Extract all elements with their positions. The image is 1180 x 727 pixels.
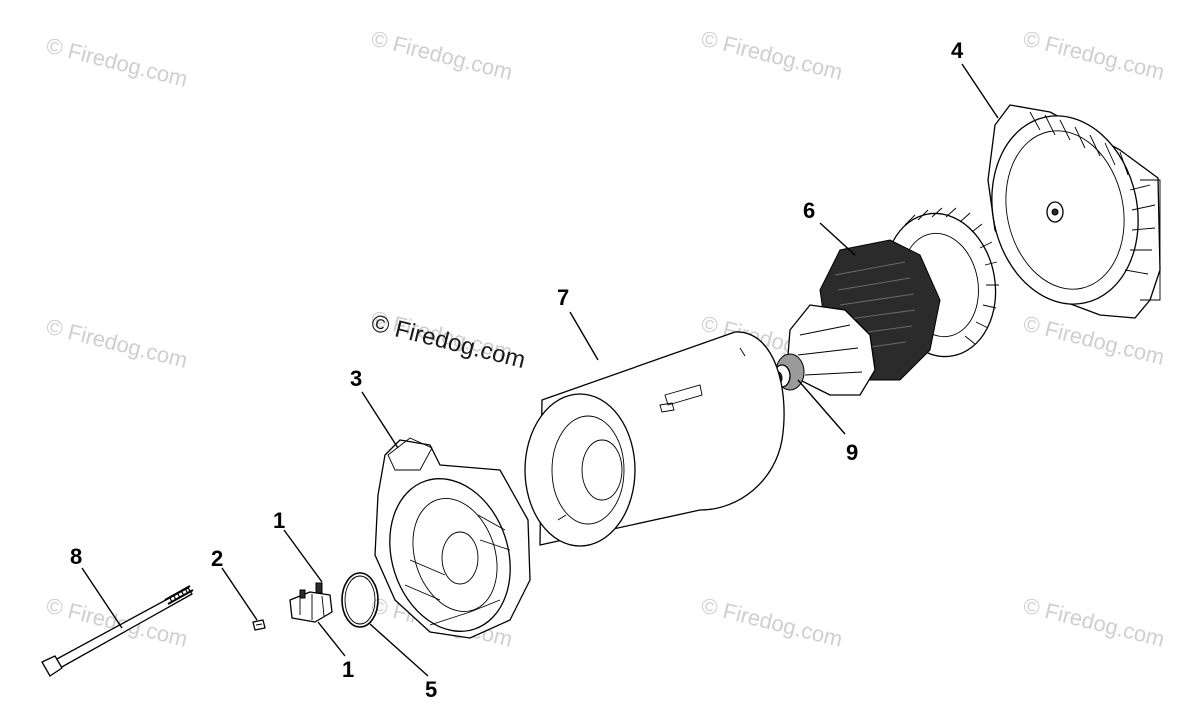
leader-6 bbox=[819, 222, 856, 256]
part-7-stator bbox=[524, 331, 785, 547]
leader-9 bbox=[797, 379, 846, 435]
leader-8 bbox=[81, 567, 123, 629]
callout-2: 2 bbox=[211, 546, 223, 571]
watermark: © Firedog.com bbox=[699, 26, 845, 85]
callout-3: 3 bbox=[350, 366, 362, 391]
part-4-engine-adapter-housing bbox=[987, 104, 1161, 319]
leader-1b bbox=[317, 621, 346, 657]
watermark: © Firedog.com bbox=[44, 314, 190, 373]
callout-8: 8 bbox=[70, 544, 82, 569]
part-2-screw bbox=[252, 619, 266, 631]
leader-lines bbox=[81, 63, 999, 677]
part-6-rotor-assembly bbox=[773, 207, 999, 396]
watermark: © Firedog.com bbox=[44, 33, 190, 92]
leader-1a bbox=[283, 529, 323, 583]
part-8-through-bolt bbox=[41, 585, 194, 677]
callout-5: 5 bbox=[425, 677, 437, 702]
callout-4: 4 bbox=[951, 38, 964, 63]
leader-7 bbox=[569, 311, 599, 361]
leader-3 bbox=[361, 391, 399, 449]
callout-1-upper: 1 bbox=[273, 508, 285, 533]
watermark: © Firedog.com bbox=[1021, 311, 1167, 370]
leader-5 bbox=[369, 623, 429, 677]
leader-2 bbox=[221, 567, 258, 621]
watermark: © Firedog.com bbox=[1021, 26, 1167, 85]
callout-7: 7 bbox=[557, 285, 569, 310]
callout-6: 6 bbox=[803, 198, 815, 223]
watermark: © Firedog.com bbox=[1021, 593, 1167, 652]
callout-1-lower: 1 bbox=[342, 657, 354, 682]
leader-4 bbox=[961, 63, 999, 119]
callout-labels: 4 6 7 3 9 1 8 2 1 5 bbox=[70, 38, 964, 702]
center-watermark: © Firedog.com bbox=[369, 310, 529, 374]
callout-9: 9 bbox=[846, 440, 858, 465]
watermark: © Firedog.com bbox=[699, 593, 845, 652]
watermark: © Firedog.com bbox=[369, 26, 515, 85]
part-3-end-bell-housing bbox=[374, 437, 531, 639]
part-1-brush-holder bbox=[289, 582, 333, 623]
part-5-o-ring bbox=[341, 572, 379, 628]
